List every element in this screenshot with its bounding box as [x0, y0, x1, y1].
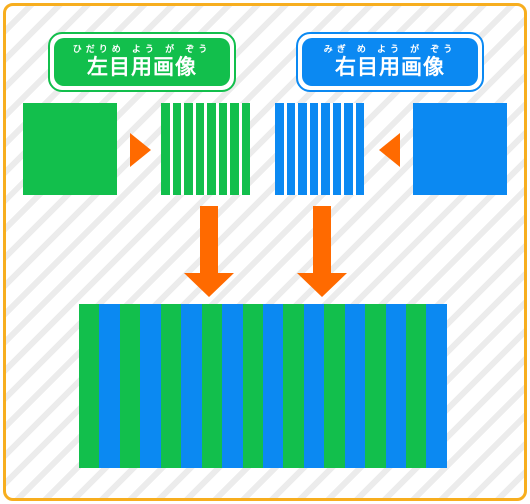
combined-stripe-left — [201, 304, 223, 468]
combined-image — [79, 304, 447, 468]
left-eye-label-ruby: ひだりめ よう が ぞう — [72, 45, 212, 55]
left-slice — [218, 103, 227, 195]
right-slice — [332, 103, 341, 195]
combined-stripe-right — [303, 304, 325, 468]
right-eye-label-box: みぎ め よう が ぞう 右目用画像 — [302, 38, 478, 86]
right-slice — [309, 103, 318, 195]
right-eye-label-ruby: みぎ め よう が ぞう — [323, 45, 457, 55]
slice-gap — [238, 103, 242, 195]
combined-stripe-right — [140, 304, 161, 468]
left-eye-image — [23, 103, 117, 195]
left-eye-label-box: ひだりめ よう が ぞう 左目用画像 — [54, 38, 230, 86]
slice-gap — [318, 103, 321, 195]
combined-stripe-right — [222, 304, 243, 468]
slice-gap — [215, 103, 219, 195]
left-slice — [184, 103, 193, 195]
right-slice — [286, 103, 295, 195]
combined-stripe-left — [283, 304, 304, 468]
right-slice — [275, 103, 284, 195]
right-slice — [298, 103, 307, 195]
slice-gap — [169, 103, 173, 195]
combined-stripe-right — [344, 304, 366, 468]
combined-stripe-right — [262, 304, 284, 468]
left-slice — [195, 103, 204, 195]
right-eye-slices — [275, 103, 369, 195]
right-eye-label-text: 右目用画像 — [335, 55, 445, 79]
combined-stripe-left — [406, 304, 427, 468]
down-arrow-right-icon — [297, 206, 347, 297]
combined-stripe-right — [181, 304, 202, 468]
left-slice — [161, 103, 170, 195]
right-slice — [344, 103, 353, 195]
right-eye-label: みぎ め よう が ぞう 右目用画像 — [296, 32, 484, 92]
combined-stripe-left — [324, 304, 345, 468]
right-slice — [321, 103, 330, 195]
combined-stripe-right — [99, 304, 120, 468]
left-eye-slices — [161, 103, 255, 195]
combined-stripe-left — [160, 304, 182, 468]
right-slice — [355, 103, 364, 195]
combined-stripe-right — [426, 304, 447, 468]
slice-gap — [181, 103, 184, 195]
slice-gap — [227, 103, 230, 195]
left-eye-label-text: 左目用画像 — [87, 55, 197, 79]
slice-gap — [352, 103, 356, 195]
slice-gap — [204, 103, 207, 195]
slice-gap — [295, 103, 298, 195]
left-slice — [207, 103, 216, 195]
slice-gap — [306, 103, 310, 195]
combined-stripe-right — [385, 304, 406, 468]
right-eye-image — [413, 103, 507, 195]
left-slice — [241, 103, 250, 195]
combined-stripe-left — [119, 304, 141, 468]
slice-gap — [192, 103, 196, 195]
combined-stripe-left — [365, 304, 386, 468]
slice-gap — [329, 103, 333, 195]
left-eye-label: ひだりめ よう が ぞう 左目用画像 — [48, 32, 236, 92]
left-arrow-icon — [379, 133, 400, 167]
slice-gap — [283, 103, 287, 195]
right-arrow-icon — [130, 133, 151, 167]
slice-gap — [341, 103, 344, 195]
combined-stripe-left — [79, 304, 100, 468]
down-arrow-left-icon — [184, 206, 234, 297]
left-slice — [172, 103, 181, 195]
combined-stripe-left — [242, 304, 263, 468]
left-slice — [230, 103, 239, 195]
